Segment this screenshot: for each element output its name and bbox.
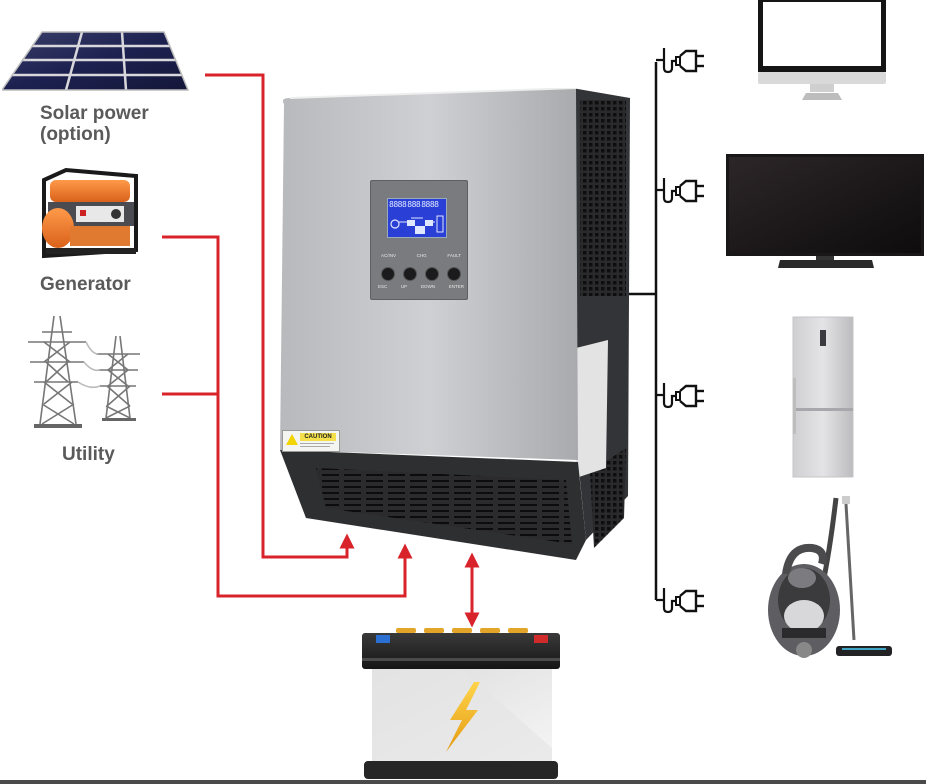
plug-icon (656, 383, 706, 409)
caution-sticker: CAUTION (282, 430, 340, 452)
plug-icon (656, 178, 706, 204)
lcd-flow-graphic (390, 215, 444, 234)
lcd-digits-left: 8888 (389, 200, 407, 209)
tv-icon (726, 154, 924, 268)
generator-label: Generator (40, 274, 131, 295)
indicator-fault: FAULT (447, 253, 461, 258)
down-label: DOWN (420, 284, 436, 289)
up-label: UP (400, 284, 408, 289)
control-panel: 8888 888 8888 AC/INV CHG FAULT (370, 180, 468, 300)
bottom-edge-bar (0, 780, 926, 784)
plug-icon (656, 48, 706, 74)
vacuum-icon (768, 496, 892, 658)
up-button[interactable] (403, 267, 417, 281)
inverter-body (280, 88, 630, 560)
solar-label-line2: (option) (40, 124, 111, 145)
esc-label: ESC (378, 284, 388, 289)
plug-icon (656, 588, 706, 614)
indicator-chg: CHG (416, 253, 427, 258)
solar-label-line1: Solar power (40, 103, 149, 124)
solar-label: Solar power (option) (40, 103, 149, 145)
power-tower-icon (28, 315, 140, 428)
solar-input-line (205, 73, 355, 559)
generator-icon (42, 167, 138, 259)
solar-panel-icon (2, 31, 190, 91)
warning-icon (286, 434, 298, 445)
esc-button[interactable] (381, 267, 395, 281)
down-button[interactable] (425, 267, 439, 281)
monitor-icon (758, 0, 886, 100)
lcd-screen: 8888 888 8888 (387, 198, 447, 238)
enter-label: ENTER (448, 284, 464, 289)
utility-label: Utility (62, 444, 115, 465)
battery-icon (362, 628, 560, 779)
fridge-icon (792, 316, 854, 478)
caution-text: CAUTION (300, 433, 336, 441)
ac-input-line (162, 235, 413, 598)
ac-output-bus (626, 62, 658, 600)
lcd-digits-right: 8888 (421, 200, 439, 209)
lcd-digits-mid: 888 (407, 200, 421, 209)
indicator-ac-inv: AC/INV (381, 253, 397, 258)
enter-button[interactable] (447, 267, 461, 281)
